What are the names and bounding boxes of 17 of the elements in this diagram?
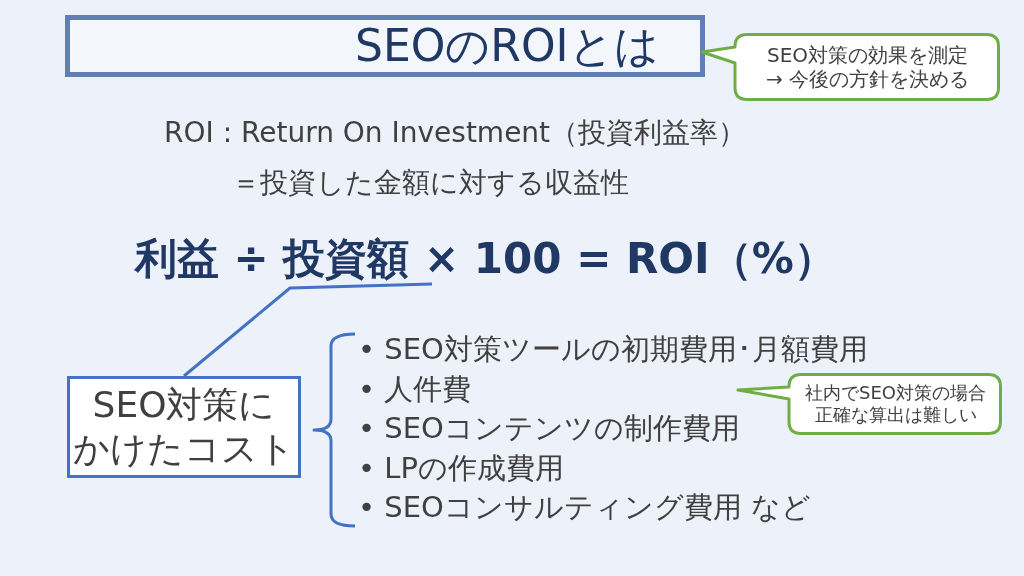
speech-bubble: [736, 373, 1002, 435]
bullet-item: • 人件費: [358, 370, 472, 408]
speech-bubble: [700, 33, 1000, 101]
bullet-item: • SEOコンサルティング費用 など: [358, 489, 812, 526]
leader-line: [183, 282, 433, 378]
bullet-item: • SEO対策ツールの初期費用･月額費用: [358, 331, 868, 368]
definition-text: ROI : Return On Investment（投資利益率）: [164, 115, 747, 151]
definition-text: ＝投資した金額に対する収益性: [232, 165, 629, 201]
bullet-item: • LPの作成費用: [358, 449, 564, 487]
callout-text: SEO対策の効果を測定 → 今後の方針を決める: [764, 42, 971, 92]
cost-box: [67, 376, 301, 478]
callout-text: 社内でSEO対策の場合正確な算出は難しい: [804, 382, 987, 426]
title-text: SEOのROIとは: [355, 19, 659, 73]
bullet-item: • SEOコンテンツの制作費用: [358, 410, 740, 447]
formula-text: 利益 ÷ 投資額 × 100 = ROI（%）: [135, 234, 836, 284]
title-box: [65, 15, 705, 77]
box-label: SEO対策にかけたコスト: [73, 383, 295, 471]
